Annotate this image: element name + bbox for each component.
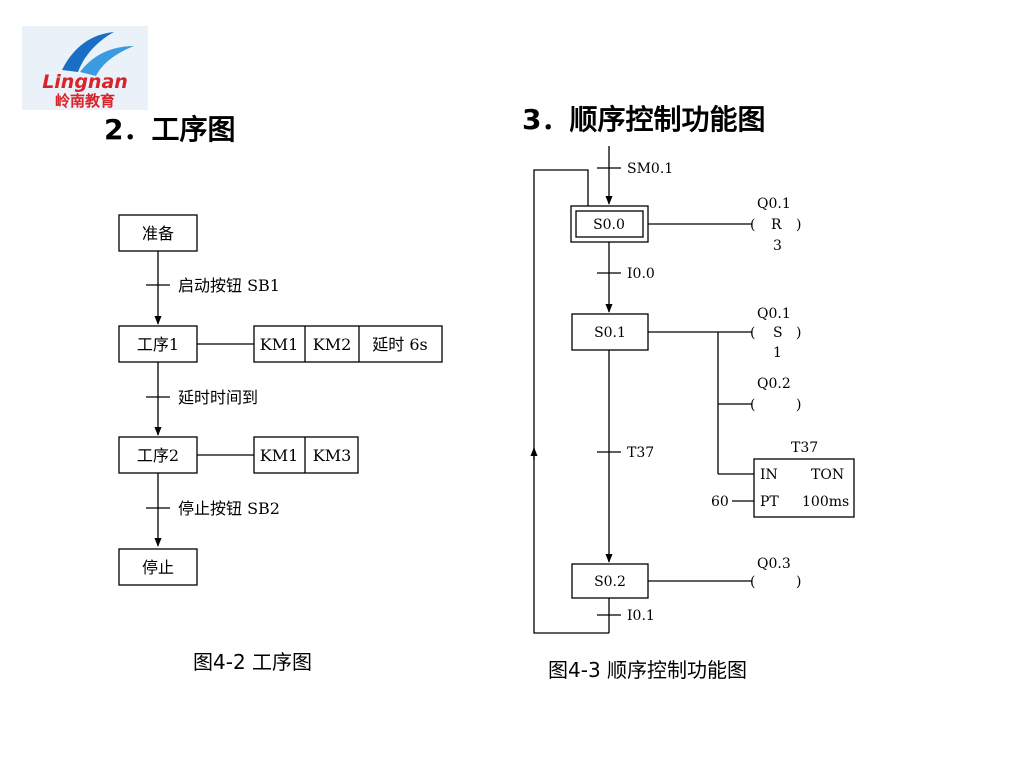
coil-address: Q0.2 <box>757 376 791 392</box>
wave-icon <box>80 46 134 76</box>
timer-pt-label: PT <box>760 494 779 510</box>
timer-preset: 60 <box>711 494 729 510</box>
coil-count: 3 <box>773 238 782 254</box>
timer-name: T37 <box>791 440 818 456</box>
step-box-prepare <box>118 214 198 252</box>
step-label-stop: 停止 <box>142 558 174 577</box>
step-box-s00-inner <box>575 210 644 238</box>
timer-in-label: IN <box>760 467 778 483</box>
coil-paren: ) <box>796 217 801 233</box>
step-label-s01: S0.1 <box>594 325 626 341</box>
coil-paren: ( <box>750 325 755 341</box>
step-label-s00: S0.0 <box>593 217 625 233</box>
coil-address: Q0.3 <box>757 556 791 572</box>
transition-label-delay: 延时时间到 <box>178 388 258 407</box>
figure-caption-4-2: 图4-2 工序图 <box>193 650 313 674</box>
output-delay: 延时 6s <box>372 335 427 354</box>
output-box-process2 <box>253 436 359 474</box>
timer-block <box>753 458 855 518</box>
coil-instruction: R <box>771 217 782 233</box>
transition-label-i00: I0.0 <box>627 266 655 282</box>
wave-icon <box>62 32 114 72</box>
coil-instruction: S <box>773 325 783 341</box>
transition-label-t37: T37 <box>627 445 654 461</box>
coil-paren: ( <box>750 397 755 413</box>
sequential-function-chart: SM0.1 S0.0 Q0.1 ( R ) 3 I0.0 S0.1 Q0.1 (… <box>530 146 855 634</box>
coil-address: Q0.1 <box>757 196 791 212</box>
logo-chinese: 岭南教育 <box>55 92 115 110</box>
timer-base: 100ms <box>802 494 849 510</box>
output-box-process1 <box>253 325 443 363</box>
transition-label-i01: I0.1 <box>627 608 655 624</box>
step-label-s02: S0.2 <box>594 574 626 590</box>
figure-caption-4-3: 图4-3 顺序控制功能图 <box>548 658 748 682</box>
coil-count: 1 <box>773 345 782 361</box>
step-box-s01 <box>571 313 649 351</box>
step-box-s02 <box>571 563 649 599</box>
coil-paren: ( <box>750 217 755 233</box>
transition-label-start: 启动按钮 SB1 <box>178 276 280 295</box>
timer-type: TON <box>811 467 844 483</box>
output-km3: KM3 <box>313 446 352 465</box>
logo-wordmark: Lingnan <box>42 71 128 93</box>
process-flow-diagram: 准备 启动按钮 SB1 工序1 KM1 KM2 延时 6s 延时时间到 工序2 … <box>118 214 443 586</box>
coil-paren: ) <box>796 397 801 413</box>
coil-paren: ) <box>796 325 801 341</box>
output-km1: KM1 <box>260 446 299 465</box>
step-box-stop <box>118 548 198 586</box>
step-label-process1: 工序1 <box>137 335 179 354</box>
coil-paren: ( <box>750 574 755 590</box>
transition-label-sm01: SM0.1 <box>627 161 673 177</box>
coil-paren: ) <box>796 574 801 590</box>
output-km1: KM1 <box>260 335 299 354</box>
output-km2: KM2 <box>313 335 352 354</box>
section3-heading: 3．顺序控制功能图 <box>522 103 766 136</box>
step-label-process2: 工序2 <box>137 446 179 465</box>
section2-heading: 2．工序图 <box>104 113 236 146</box>
transition-label-stop: 停止按钮 SB2 <box>178 499 280 518</box>
loop-back-line <box>533 169 609 634</box>
step-label-prepare: 准备 <box>142 224 174 243</box>
coil-address: Q0.1 <box>757 306 791 322</box>
lingnan-logo: Lingnan 岭南教育 <box>22 26 148 110</box>
